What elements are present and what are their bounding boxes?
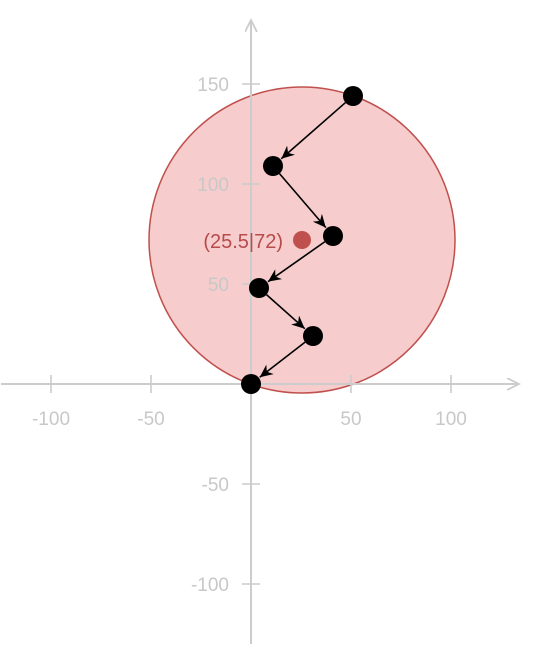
center-label: (25.5|72) [203, 231, 283, 253]
path-point [241, 374, 261, 394]
x-tick-label: 100 [435, 409, 467, 430]
path-point [263, 156, 283, 176]
center-point [293, 231, 311, 249]
x-tick-label: 50 [340, 409, 361, 430]
x-tick-label: -50 [137, 409, 164, 430]
ticks-layer: -100 -50 50 100 -100 -50 50 100 150 [32, 75, 467, 596]
path-arrow [267, 241, 326, 283]
x-tick-label: -100 [32, 409, 70, 430]
y-tick-label: 50 [208, 275, 229, 296]
path-point [249, 278, 269, 298]
path-arrow [280, 101, 347, 160]
y-tick-label: -50 [202, 475, 229, 496]
y-tick-label: 100 [197, 175, 229, 196]
path-layer [259, 101, 347, 378]
path-point [343, 86, 363, 106]
path-arrow [278, 173, 327, 229]
center-layer: (25.5|72) [203, 231, 311, 253]
points-layer [241, 86, 363, 394]
path-point [323, 226, 343, 246]
y-tick-label: -100 [191, 575, 229, 596]
y-tick-label: 150 [197, 75, 229, 96]
path-arrow [265, 294, 306, 330]
path-point [303, 326, 323, 346]
path-arrow [259, 341, 306, 378]
